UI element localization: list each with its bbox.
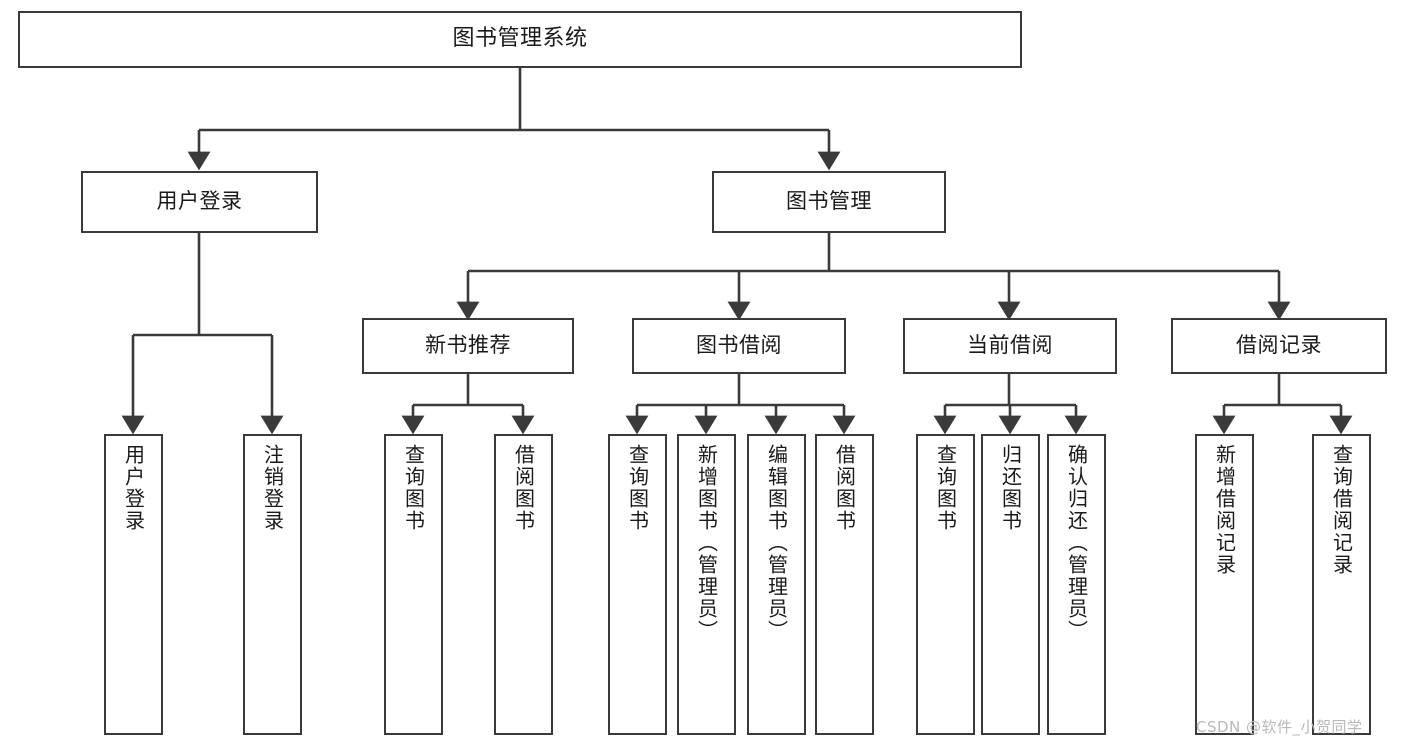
node-leaf-query-book-current[interactable]: 查询图书 — [916, 434, 975, 735]
node-leaf-query-book[interactable]: 查询图书 — [608, 434, 667, 735]
csdn-watermark: CSDN @软件_小贺同学 — [1196, 718, 1363, 736]
node-leaf-add-borrow-record[interactable]: 新增借阅记录 — [1195, 434, 1254, 735]
node-leaf-borrow-book[interactable]: 借阅图书 — [815, 434, 874, 735]
node-label: 新增借阅记录 — [1212, 444, 1237, 576]
node-label: 图书借阅 — [696, 333, 782, 358]
node-leaf-user-login[interactable]: 用户登录 — [104, 434, 163, 735]
node-label: 图书管理 — [786, 189, 872, 214]
node-leaf-return-book[interactable]: 归还图书 — [981, 434, 1040, 735]
node-label: 新增图书（管理员） — [694, 444, 719, 642]
node-user-login[interactable]: 用户登录 — [81, 171, 318, 233]
node-book-management[interactable]: 图书管理 — [712, 171, 946, 233]
node-label: 当前借阅 — [967, 333, 1053, 358]
node-root-system[interactable]: 图书管理系统 — [18, 11, 1022, 68]
node-label: 用户登录 — [121, 444, 146, 532]
node-new-book-recommend[interactable]: 新书推荐 — [362, 318, 574, 374]
node-book-borrow[interactable]: 图书借阅 — [632, 318, 846, 374]
node-leaf-borrow-book-recommend[interactable]: 借阅图书 — [494, 434, 553, 735]
node-current-borrow[interactable]: 当前借阅 — [903, 318, 1117, 374]
node-label: 归还图书 — [998, 444, 1023, 532]
node-label: 用户登录 — [156, 189, 243, 214]
node-label: 查询借阅记录 — [1329, 444, 1354, 576]
node-leaf-query-book-recommend[interactable]: 查询图书 — [384, 434, 443, 735]
node-label: 注销登录 — [260, 444, 285, 532]
node-label: 借阅图书 — [832, 444, 857, 532]
node-label: 编辑图书（管理员） — [764, 444, 789, 642]
node-label: 查询图书 — [401, 444, 426, 532]
node-leaf-confirm-return-admin[interactable]: 确认归还（管理员） — [1047, 434, 1106, 735]
node-leaf-add-book-admin[interactable]: 新增图书（管理员） — [677, 434, 736, 735]
node-label: 查询图书 — [625, 444, 650, 532]
node-borrow-record[interactable]: 借阅记录 — [1171, 318, 1387, 374]
node-label: 确认归还（管理员） — [1064, 444, 1089, 642]
node-label: 新书推荐 — [425, 333, 511, 358]
node-leaf-query-borrow-record[interactable]: 查询借阅记录 — [1312, 434, 1371, 735]
node-leaf-logout[interactable]: 注销登录 — [243, 434, 302, 735]
node-label: 图书管理系统 — [452, 26, 588, 52]
node-label: 借阅图书 — [511, 444, 536, 532]
node-leaf-edit-book-admin[interactable]: 编辑图书（管理员） — [747, 434, 806, 735]
node-label: 借阅记录 — [1236, 333, 1322, 358]
node-label: 查询图书 — [933, 444, 958, 532]
